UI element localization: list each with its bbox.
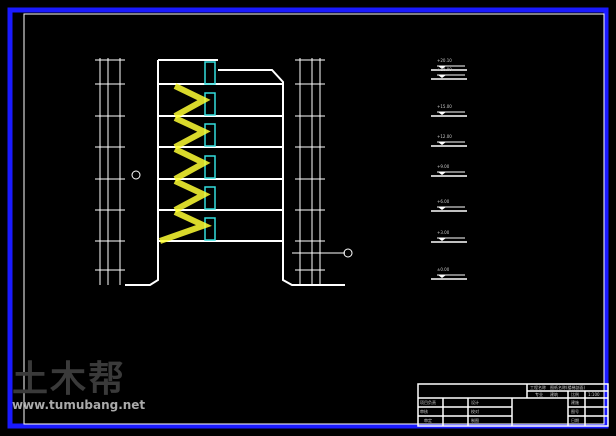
stair-flight [159,209,212,244]
project-name: 工程名称 [530,384,546,390]
level-label: ±0.00 [437,267,450,272]
level-triangle-icon [438,172,446,175]
stair-flight [173,115,211,150]
stair-flight [173,83,211,119]
window [204,186,216,210]
reviewer: 审核 [420,408,428,414]
discipline-label: 专业 [535,391,543,397]
date-label: 日期 [571,417,579,423]
level-markers: +20.10 +18.00 +15.00 +12.00 +9.00 +6.00 +3.00 ±… [431,58,467,280]
watermark: 土木帮 www.tumubang.net [12,359,146,413]
level-triangle-icon [438,275,446,278]
level-triangle-icon [438,66,446,69]
stair-flight [173,146,211,182]
title-block-text: 工程名称 图纸名称(楼梯剖面) 专业 建筑 比例 1:100 建施 图号 日期 … [420,384,600,423]
axis-bubble [343,248,353,258]
designer: 设计 [471,399,479,405]
sheet-label: 建施 [571,399,579,405]
drafter: 制图 [471,417,479,423]
approver: 审定 [424,417,432,423]
inner-frame [23,13,605,425]
level-triangle-icon [438,112,446,115]
discipline-value: 建筑 [550,391,558,397]
window [204,155,216,179]
scale-value: 1:100 [588,392,600,397]
project-lead: 项目负责 [420,399,436,405]
level-label: +6.00 [437,199,450,204]
right-wall [218,69,345,286]
stair-flight [173,178,211,213]
level-label: +9.00 [437,164,450,169]
level-triangle-icon [438,142,446,145]
scale-label: 比例 [571,391,579,397]
title-block [417,383,609,427]
drawing-frame [7,7,609,429]
stair-section [95,58,353,286]
window [204,217,216,241]
level-triangle-icon [438,207,446,210]
drawing-title: 图纸名称(楼梯剖面) [550,384,586,390]
left-wall [125,60,159,286]
window [204,92,216,116]
level-triangle-icon [438,75,446,78]
drawing-no-label: 图号 [571,408,579,414]
window [204,61,216,85]
level-triangle-icon [438,238,446,241]
level-label: +3.00 [437,230,450,235]
level-label: +15.00 [437,104,452,109]
level-label: +18.00 [437,67,452,72]
detail-bubble [131,170,141,180]
level-label: +20.10 [437,58,452,63]
watermark-url: www.tumubang.net [12,398,146,412]
checker: 校对 [471,408,479,414]
window [204,123,216,147]
level-label: +12.00 [437,134,452,139]
watermark-logo: 土木帮 [12,359,127,400]
